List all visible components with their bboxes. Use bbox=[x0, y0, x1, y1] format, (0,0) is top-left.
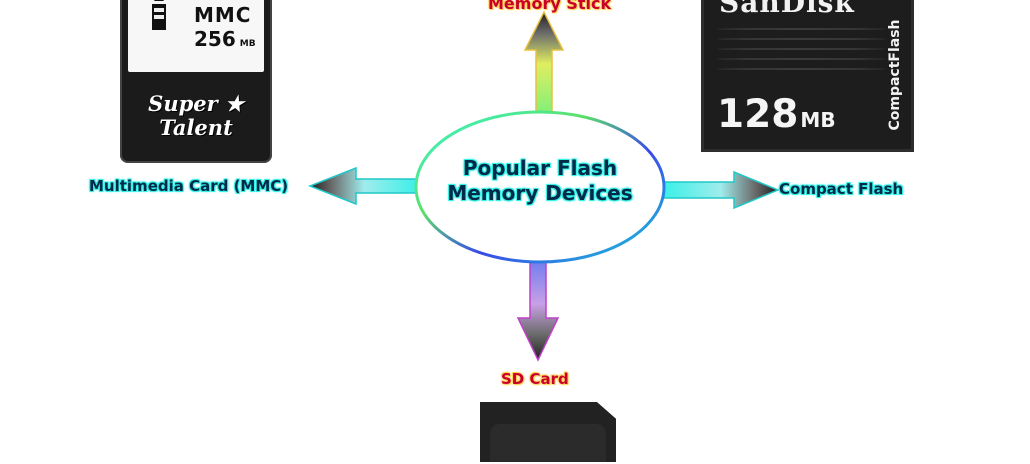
center-ellipse bbox=[414, 110, 666, 264]
mmc-brand-line1: Super ★ bbox=[148, 91, 244, 116]
arrow-left-icon bbox=[307, 166, 419, 206]
mmc-brand-logo: Super ★ Talent bbox=[120, 92, 272, 140]
mmc-capacity-value: 256 bbox=[194, 27, 236, 51]
cf-capacity-value: 128 bbox=[717, 92, 799, 137]
insert-direction-icon bbox=[154, 0, 164, 1]
mmc-capacity-unit: MB bbox=[239, 39, 256, 49]
mmc-brand-line2: Talent bbox=[159, 115, 233, 140]
mmc-type-label: MMC bbox=[194, 3, 252, 27]
arrow-up-icon bbox=[523, 10, 565, 117]
cf-side-text: CompactFlash bbox=[887, 19, 903, 131]
cf-brand-logo: SanDisk bbox=[719, 0, 855, 19]
label-compact-flash: Compact Flash bbox=[779, 180, 904, 198]
diagram-canvas bbox=[307, 10, 780, 362]
label-sd-card: SD Card bbox=[501, 370, 569, 388]
sd-card-image bbox=[480, 402, 616, 462]
cf-capacity-unit: MB bbox=[800, 108, 836, 132]
center-title-line1: Popular Flash bbox=[462, 156, 618, 180]
center-title: Popular Flash Memory Devices bbox=[418, 156, 662, 206]
arrow-right-icon bbox=[663, 170, 780, 210]
label-memory-stick: Memory Stick bbox=[488, 0, 612, 13]
write-protect-icon bbox=[152, 4, 166, 30]
label-multimedia-card: Multimedia Card (MMC) bbox=[89, 177, 289, 195]
cf-side-label: CompactFlash bbox=[884, 12, 906, 138]
center-title-line2: Memory Devices bbox=[447, 181, 633, 205]
sd-card-label-area bbox=[490, 424, 606, 462]
arrow-down-icon bbox=[516, 257, 560, 362]
